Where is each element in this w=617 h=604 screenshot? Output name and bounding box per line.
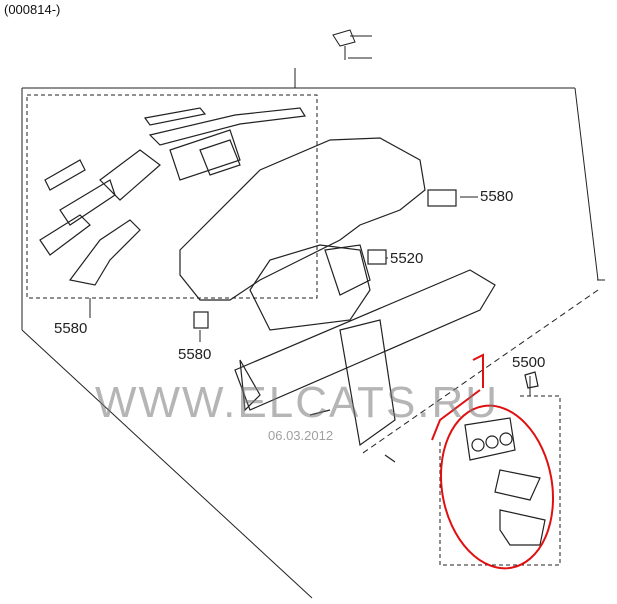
duct-group-box bbox=[26, 94, 318, 299]
air-ducts bbox=[39, 107, 307, 286]
red-markup bbox=[431, 353, 555, 570]
label-5580-right: 5580 bbox=[480, 188, 514, 205]
label-5500: 5500 bbox=[512, 354, 546, 371]
diagram-code: (000814-) bbox=[4, 2, 61, 17]
dashboard-panel bbox=[179, 137, 457, 331]
label-5580-left: 5580 bbox=[54, 320, 88, 337]
label-5520: 5520 bbox=[390, 250, 424, 267]
center-console-parts bbox=[464, 371, 546, 546]
label-5580-center: 5580 bbox=[178, 346, 212, 363]
leader-lines bbox=[199, 196, 478, 342]
clip-part bbox=[332, 29, 605, 281]
red-circle-highlight bbox=[439, 404, 555, 570]
frame-lines bbox=[21, 68, 599, 599]
watermark-site: WWW.ELCATS.RU bbox=[95, 378, 500, 427]
support-bracket bbox=[234, 269, 496, 463]
watermark-date: 06.03.2012 bbox=[268, 428, 334, 443]
